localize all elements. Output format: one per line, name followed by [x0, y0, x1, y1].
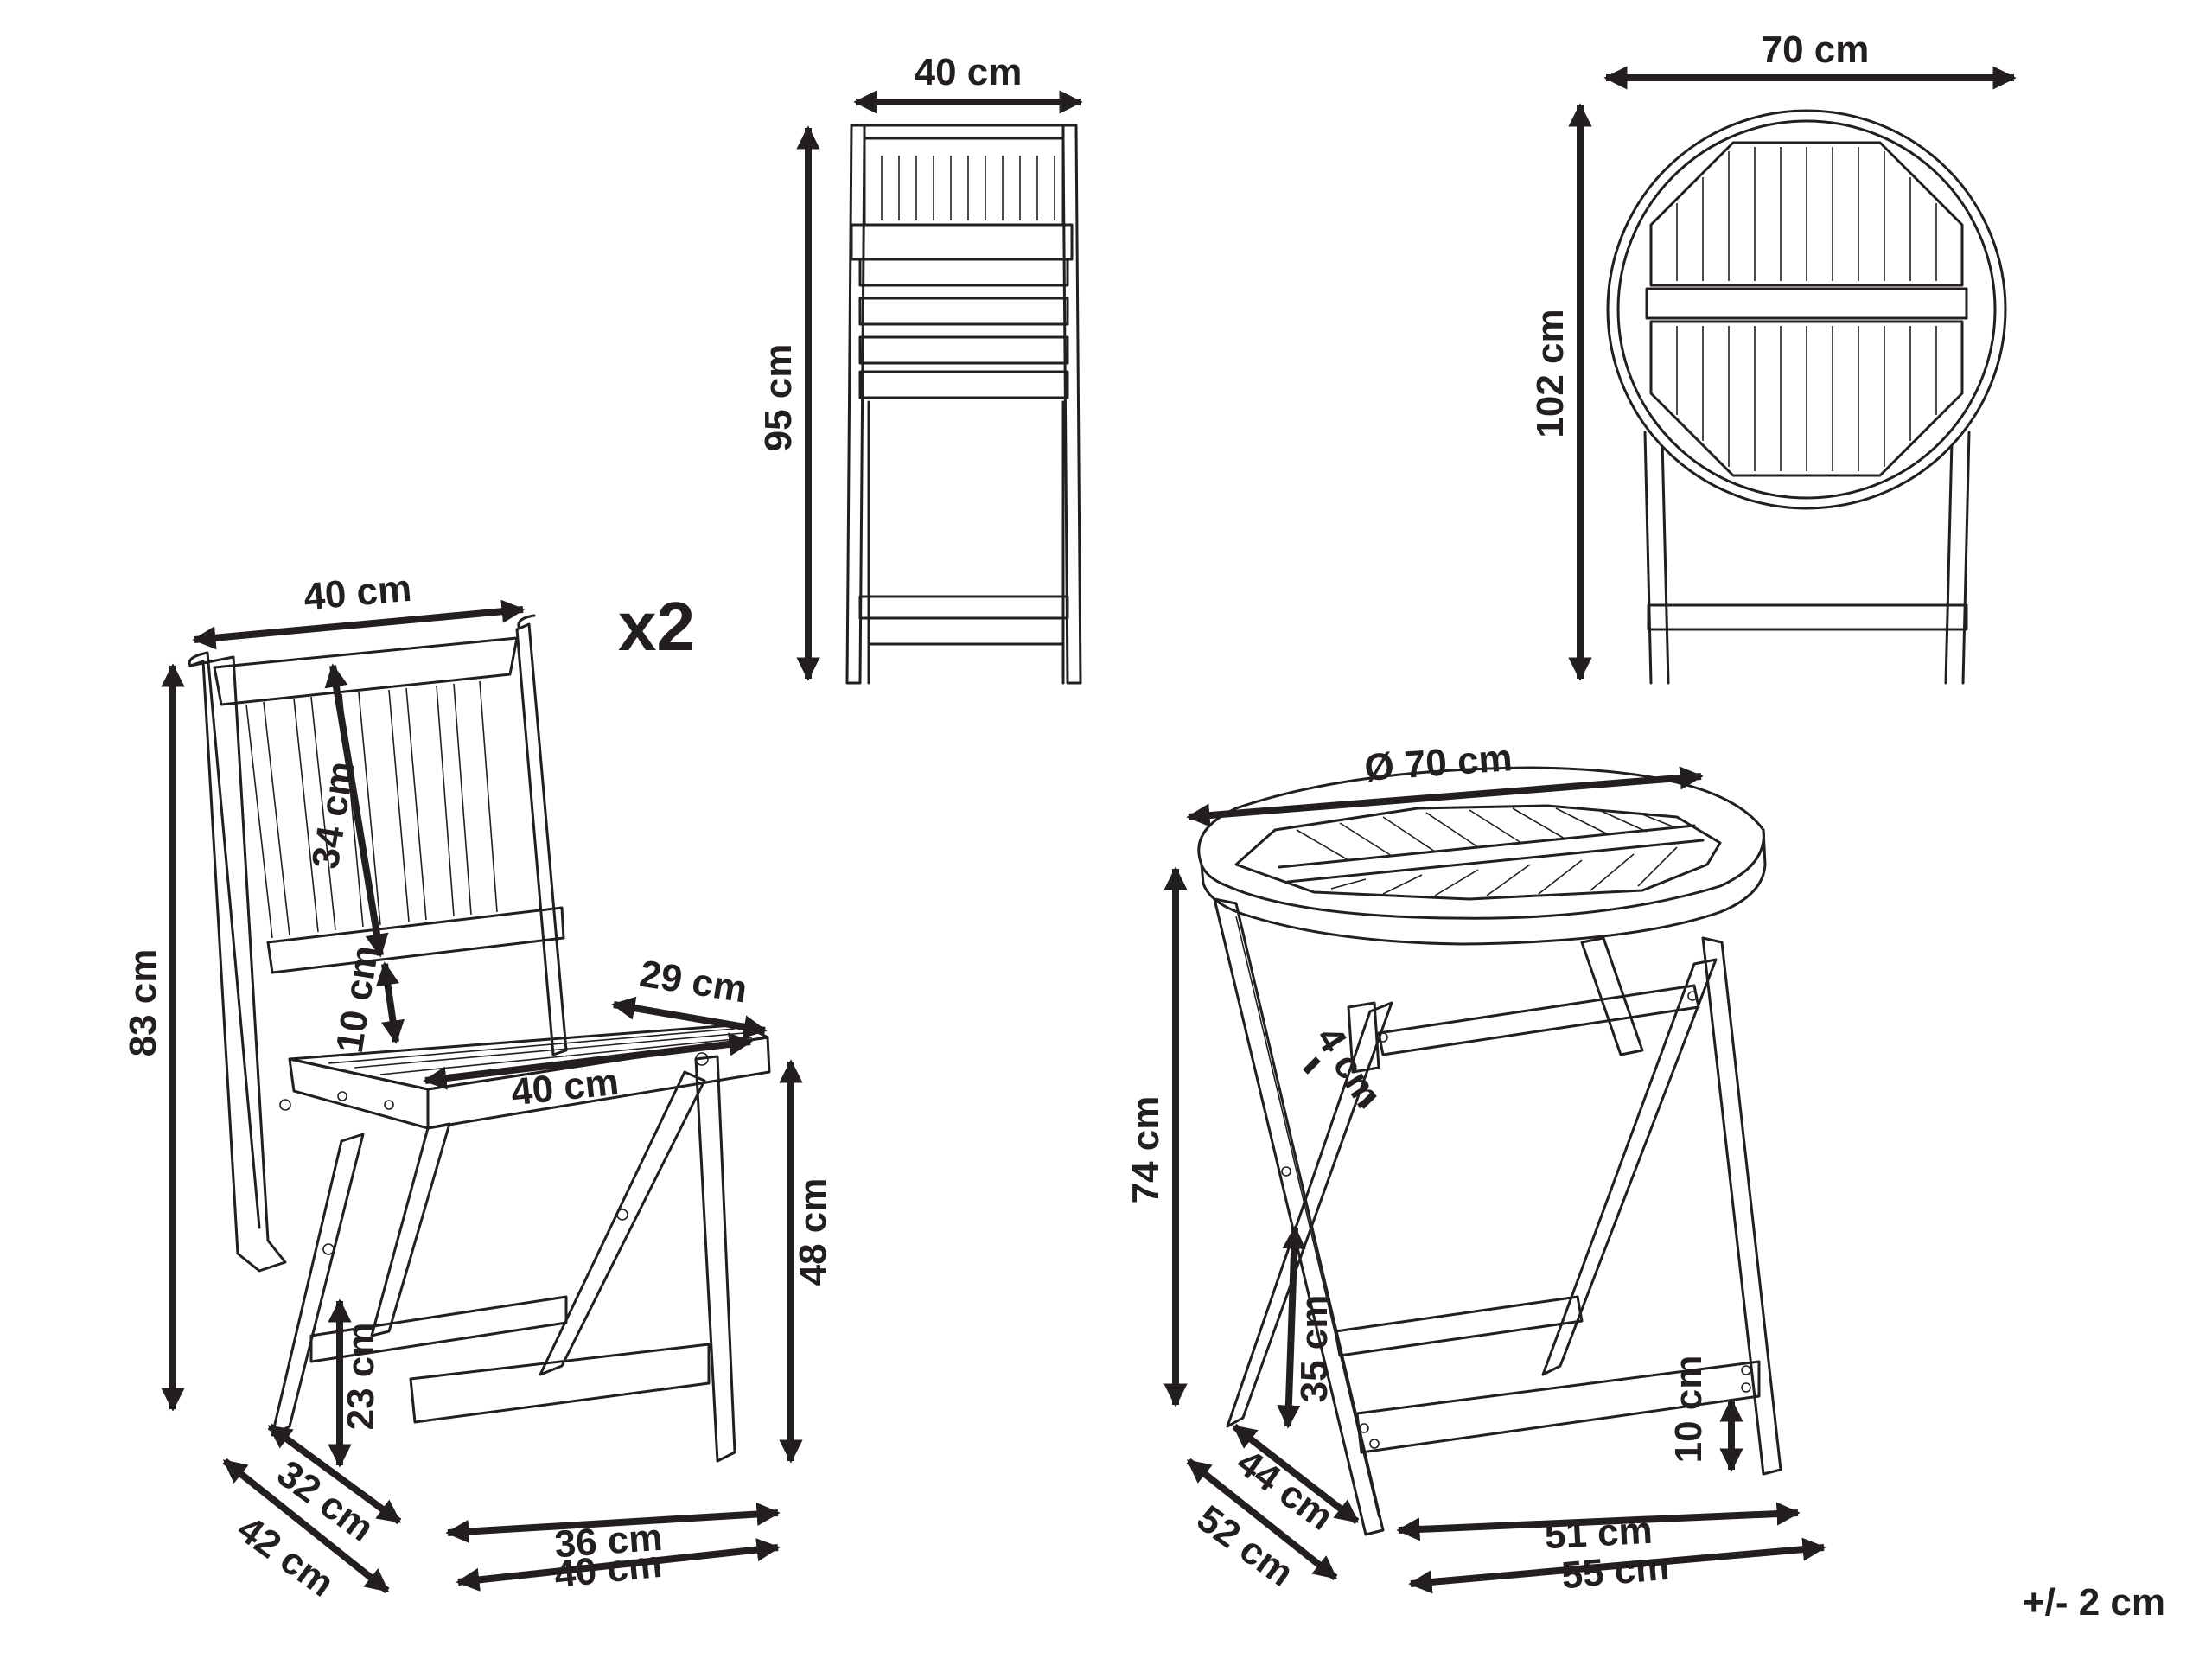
- table-foot-height-label: 10 cm: [1667, 1356, 1710, 1464]
- chair-stretcher-height-label: 23 cm: [340, 1323, 382, 1431]
- table-inner-width-dimension: 51 cm: [1396, 1502, 1801, 1557]
- chair-stretcher-height-dimension: 23 cm: [328, 1298, 382, 1468]
- chair-front-height-dimension: 95 cm: [757, 125, 820, 681]
- table-outer-width-label: 55 cm: [1559, 1546, 1671, 1598]
- chair-total-height-dimension: 83 cm: [122, 663, 185, 1412]
- table-foot-height-dimension: 10 cm: [1667, 1356, 1743, 1472]
- chair-front-width-label: 40 cm: [915, 51, 1023, 93]
- chair-seat-height-dimension: 48 cm: [779, 1059, 834, 1464]
- table-folded-width-label: 70 cm: [1762, 29, 1870, 71]
- chair-inner-depth-dimension: 32 cm: [267, 1423, 402, 1550]
- chair-front-height-label: 95 cm: [757, 344, 800, 452]
- table-stretcher-height-label: 35 cm: [1293, 1295, 1335, 1403]
- chair-seat-depth-label: 29 cm: [637, 953, 750, 1011]
- table-diameter-dimension: Ø 70 cm: [1186, 737, 1704, 827]
- table-folded-height-dimension: 102 cm: [1529, 103, 1592, 681]
- chair-seat-depth-dimension: 29 cm: [611, 953, 768, 1039]
- chair-folded-drawing: [845, 124, 1082, 685]
- chair-backrest-height-label: 34 cm: [304, 758, 363, 871]
- table-stretcher-height-dimension: 35 cm: [1277, 1225, 1335, 1429]
- chair-back-gap-label: 10 cm: [328, 942, 387, 1056]
- chair-back-width-label: 40 cm: [302, 567, 413, 619]
- table-height-label: 74 cm: [1125, 1096, 1167, 1204]
- chair-back-width-dimension: 40 cm: [192, 567, 526, 650]
- table-folded-height-label: 102 cm: [1529, 309, 1571, 437]
- chair-drawing: [188, 614, 771, 1463]
- chair-total-height-label: 83 cm: [122, 949, 164, 1057]
- table-outer-width-dimension: 55 cm: [1408, 1537, 1826, 1598]
- tolerance-note: +/- 2 cm: [2023, 1581, 2165, 1624]
- table-height-dimension: 74 cm: [1125, 866, 1188, 1407]
- table-diameter-label: Ø 70 cm: [1363, 737, 1514, 789]
- table-folded-width-dimension: 70 cm: [1603, 29, 2017, 90]
- table-folded-drawing: [1606, 109, 2007, 685]
- chair-front-width-dimension: 40 cm: [853, 51, 1083, 114]
- chair-quantity-label: x2: [618, 588, 695, 665]
- chair-seat-height-label: 48 cm: [792, 1178, 834, 1286]
- chair-outer-width-dimension: 40 cm: [456, 1538, 781, 1596]
